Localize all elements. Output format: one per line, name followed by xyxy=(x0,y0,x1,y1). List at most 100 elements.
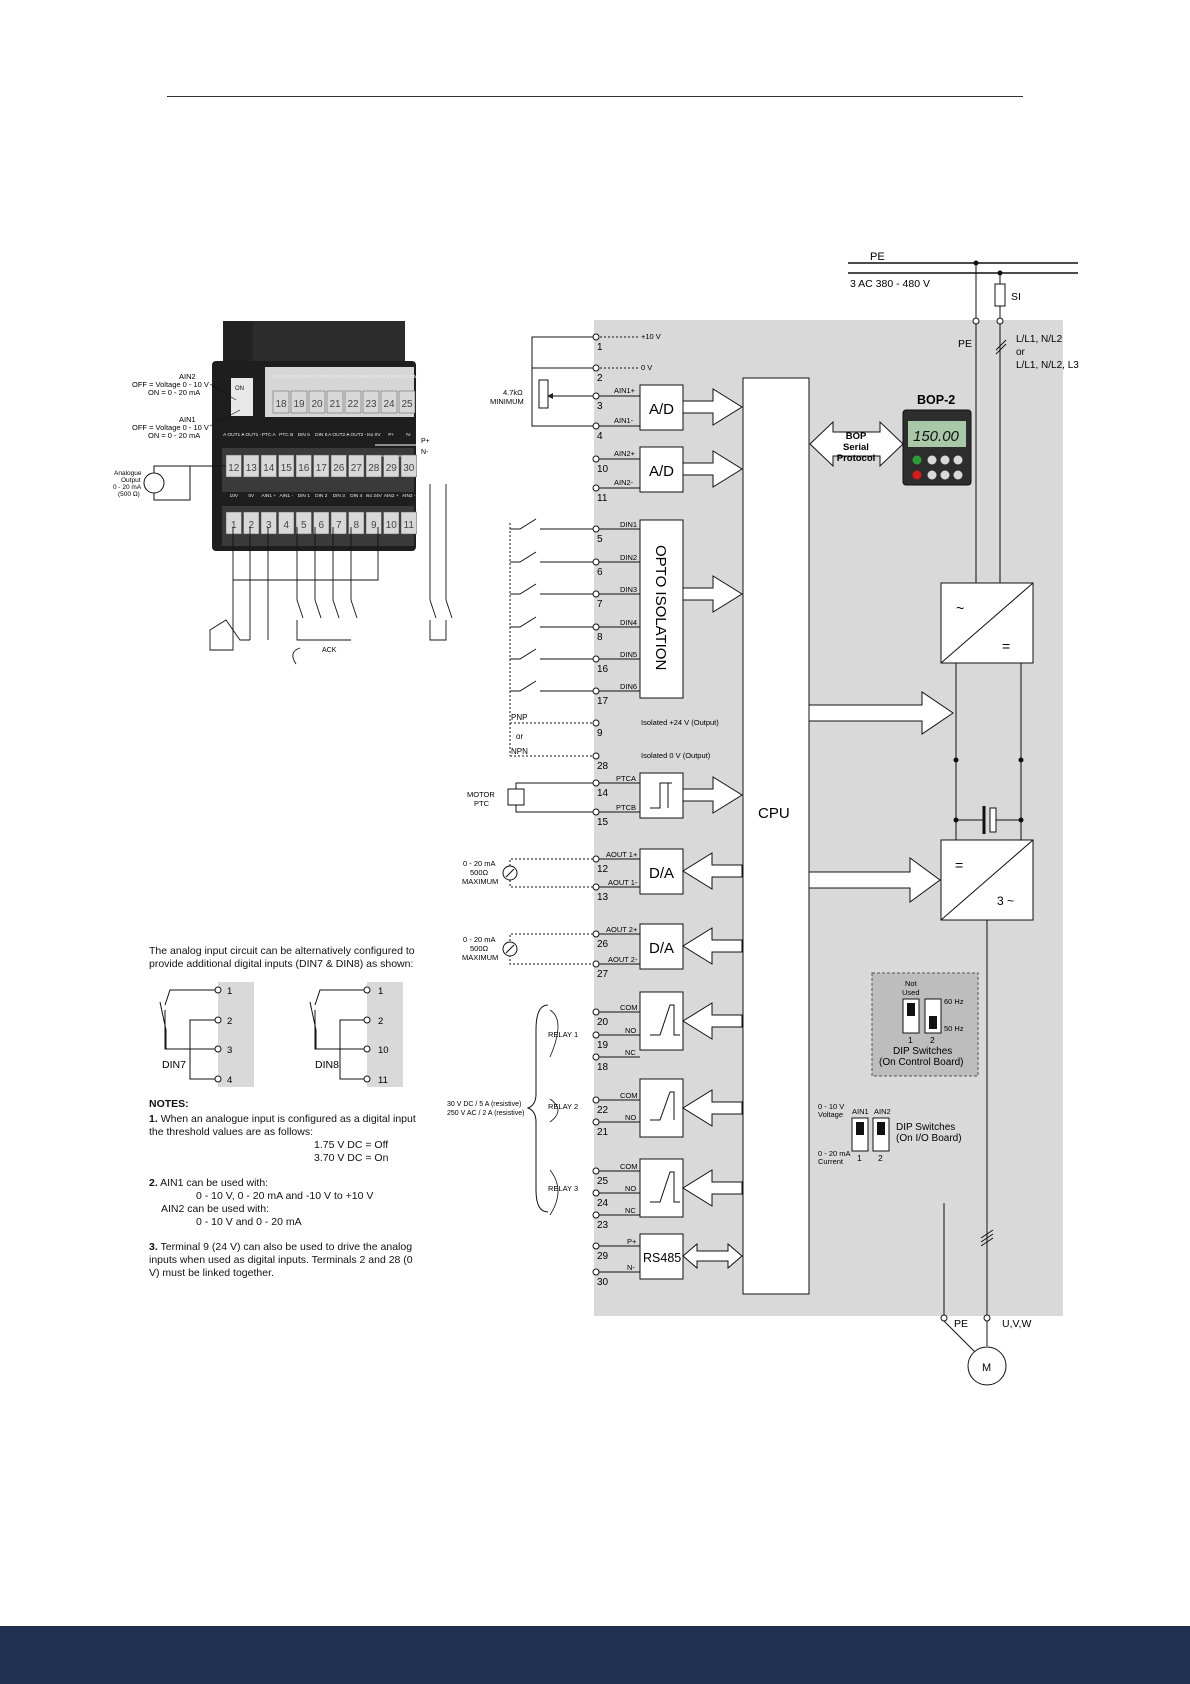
aout2-label-1: 0 - 20 mA xyxy=(463,935,496,944)
din8-term-3: 10 xyxy=(378,1045,389,1056)
photo-mid-terminal-label: DIN 6 xyxy=(315,432,328,438)
ain2-note-1: AIN2 xyxy=(179,372,196,381)
terminal-23-num: 23 xyxy=(597,1220,609,1231)
motor-ptc-1: MOTOR xyxy=(467,790,495,799)
terminal-30-num: 30 xyxy=(597,1277,609,1288)
photo-top-terminal-label: RL1 NC xyxy=(272,374,290,380)
terminal-2-num: 2 xyxy=(597,373,603,384)
terminal-17-num: 17 xyxy=(597,696,609,707)
terminal-6-num: 6 xyxy=(597,567,603,578)
motor-ptc-2: PTC xyxy=(474,799,490,808)
terminal-7-label: DIN3 xyxy=(620,585,637,594)
dip-io-voltage-1: 0 - 10 V xyxy=(818,1102,844,1111)
photo-bot-terminal-num: 4 xyxy=(283,520,289,531)
photo-p-plus: P+ xyxy=(421,438,430,445)
note-2-b: AIN2 can be used with: xyxy=(161,1203,269,1215)
terminal-28-label: Isolated 0 V (Output) xyxy=(641,751,711,760)
photo-top-terminal-num: 23 xyxy=(365,399,377,410)
analogue-out-4: (500 Ω) xyxy=(118,491,140,498)
terminal-12-label: AOUT 1+ xyxy=(606,850,638,859)
ain2-note-2: OFF = Voltage 0 - 10 V xyxy=(132,380,209,389)
dip-io-voltage-2: Voltage xyxy=(818,1110,843,1119)
din8-label: DIN8 xyxy=(315,1059,339,1071)
photo-bot-terminal-num: 1 xyxy=(231,520,237,531)
note-1-on: 3.70 V DC = On xyxy=(314,1152,389,1164)
terminal-26-label: AOUT 2+ xyxy=(606,925,638,934)
photo-mid-terminal-num: 14 xyxy=(263,463,275,474)
analogue-out-3: 0 - 20 mA xyxy=(113,484,142,491)
photo-on-label: ON xyxy=(235,386,244,392)
photo-bot-terminal-label: AIN1 + xyxy=(261,493,276,499)
photo-mid-terminal-num: 26 xyxy=(333,463,345,474)
terminal-list: 1 +10 V 2 0 V 3 AIN1+ 4 AIN1- 10 AIN2+ 1… xyxy=(510,332,719,1288)
terminal-25-num: 25 xyxy=(597,1176,609,1187)
photo-mid-terminal-label: PTC A xyxy=(262,432,277,438)
terminal-3-label: AIN1+ xyxy=(614,386,636,395)
photo-top-terminal-label: RL3 NC xyxy=(380,374,398,380)
photo-mid-terminal-label: A OUT2 + xyxy=(328,432,349,438)
opto-label: OPTO ISOLATION xyxy=(652,545,669,670)
line-label-2: or xyxy=(1016,347,1026,358)
pe-mid-label: PE xyxy=(958,338,972,350)
cpu-block xyxy=(742,377,810,1295)
dip-ctrl-notused-1: Not xyxy=(905,979,918,988)
terminal-1-label: +10 V xyxy=(641,332,661,341)
dip-ctrl-notused-2: Used xyxy=(902,988,920,997)
notes-section: NOTES: 1. When an analogue input is conf… xyxy=(149,1098,419,1292)
photo-bot-terminal-label: AIN2 - xyxy=(402,493,416,499)
terminal-8-label: DIN4 xyxy=(620,618,637,627)
note-2-num: 2. xyxy=(149,1177,158,1189)
din8-circuit: 1 2 10 11 DIN8 xyxy=(309,982,403,1087)
inverter-ac: 3 ~ xyxy=(997,894,1014,908)
photo-bot-terminal-num: 7 xyxy=(336,520,342,531)
ad2-label: A/D xyxy=(649,463,674,480)
dip-control-board: Not Used 60 Hz 50 Hz 1 2 DIP Switches (O… xyxy=(871,972,979,1077)
din7-term-1: 1 xyxy=(227,986,232,997)
motor-label: M xyxy=(982,1362,991,1374)
terminal-12-num: 12 xyxy=(597,864,609,875)
photo-top-terminal-num: 25 xyxy=(401,399,413,410)
terminal-22-label: COM xyxy=(620,1091,638,1100)
terminal-19-num: 19 xyxy=(597,1040,609,1051)
note-1-num: 1. xyxy=(149,1113,158,1125)
terminal-block-photo: ON AIN2 OFF = Voltage 0 - 10 V ON = 0 - … xyxy=(113,321,430,654)
terminal-5-num: 5 xyxy=(597,534,603,545)
header-rule xyxy=(167,96,1023,97)
power-supply: PE 3 AC 380 - 480 V SI PE L/L1, N/L2 or … xyxy=(848,251,1079,583)
dip-ctrl-n2: 2 xyxy=(930,1035,935,1045)
aout1-label-1: 0 - 20 mA xyxy=(463,859,496,868)
pe-top-label: PE xyxy=(870,251,885,263)
note-2-a: AIN1 can be used with: xyxy=(160,1177,269,1189)
photo-mid-terminal-num: 17 xyxy=(316,463,328,474)
ain2-note-3: ON = 0 - 20 mA xyxy=(148,388,200,397)
bop-protocol-1: BOP xyxy=(846,431,867,442)
terminal-8-num: 8 xyxy=(597,632,603,643)
din7-term-4: 4 xyxy=(227,1075,232,1086)
analogue-out-1: Analogue xyxy=(114,470,142,477)
photo-mid-terminal-num: 27 xyxy=(351,463,363,474)
photo-bot-terminal-num: 2 xyxy=(248,520,254,531)
terminal-1-num: 1 xyxy=(597,342,603,353)
bop-panel: BOP Serial Protocol BOP-2 150.00 xyxy=(809,393,972,486)
terminal-21-num: 21 xyxy=(597,1127,609,1138)
photo-top-terminal-num: 18 xyxy=(275,399,287,410)
alt-circuit-intro: The analog input circuit can be alternat… xyxy=(149,945,415,970)
photo-mid-terminal-num: 16 xyxy=(298,463,310,474)
din7-label: DIN7 xyxy=(162,1059,186,1071)
dip-io-title-1: DIP Switches xyxy=(896,1122,955,1133)
photo-bot-terminal-label: AIN2 + xyxy=(384,493,399,499)
terminal-2-label: 0 V xyxy=(641,363,652,372)
relay-rating-1: 30 V DC / 5 A (resistive) xyxy=(447,1101,521,1108)
photo-mid-terminal-label: A OUT1 + xyxy=(223,432,244,438)
terminal-23-label: NC xyxy=(625,1206,636,1215)
din7-circuit: 1 2 3 4 DIN7 xyxy=(159,982,254,1087)
cpu-to-power-arrows xyxy=(808,691,954,903)
rectifier: ~ = xyxy=(940,582,1034,840)
photo-bot-terminal-label: 10V xyxy=(229,493,238,499)
terminal-11-num: 11 xyxy=(597,493,608,504)
da2-label: D/A xyxy=(649,940,674,957)
terminal-27-label: AOUT 2- xyxy=(608,955,638,964)
pnp-label: PNP xyxy=(511,713,527,722)
